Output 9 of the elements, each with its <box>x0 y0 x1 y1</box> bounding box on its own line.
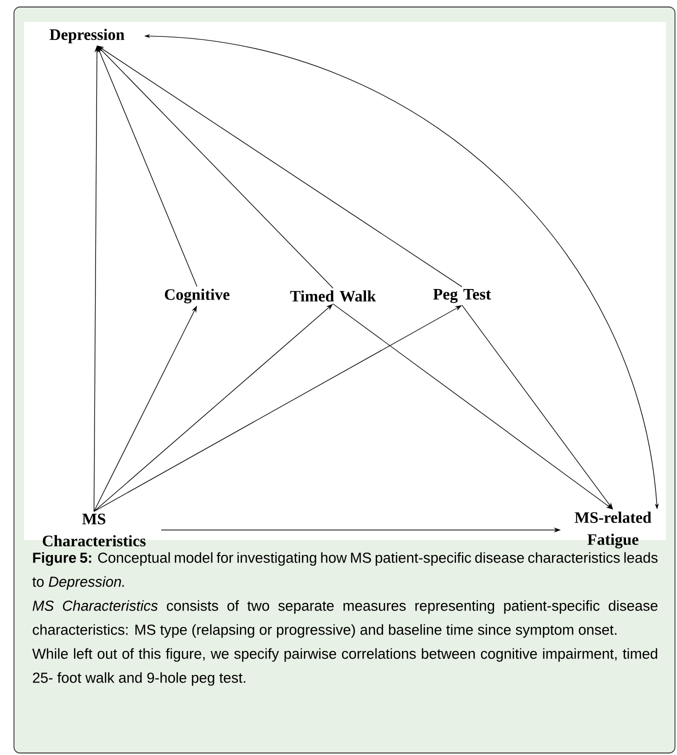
node-label: MS-related Fatigue <box>574 512 652 548</box>
caption-text: MS Characteristics consists of two separate measures representing patient-specific disease characteristics: MS type (relapsing or progressive) and baseline time since symptom onset. <box>32 600 658 638</box>
caption-text: While left out of this figure, we specify pairwise correlations between cognitive impairment, timed 25- foot walk and 9-hole peg test. <box>32 648 658 686</box>
node-label: Depression <box>50 28 124 44</box>
node-label: MS Characteristics <box>42 514 146 546</box>
caption-text: Figure 5: Conceptual model for investigating how MS patient-specific disease characteristics leads to Depression. <box>32 552 658 590</box>
node-label: Cognitive <box>164 288 230 304</box>
node-label: Peg Test <box>433 289 491 303</box>
node-label: Timed Walk <box>290 290 376 302</box>
